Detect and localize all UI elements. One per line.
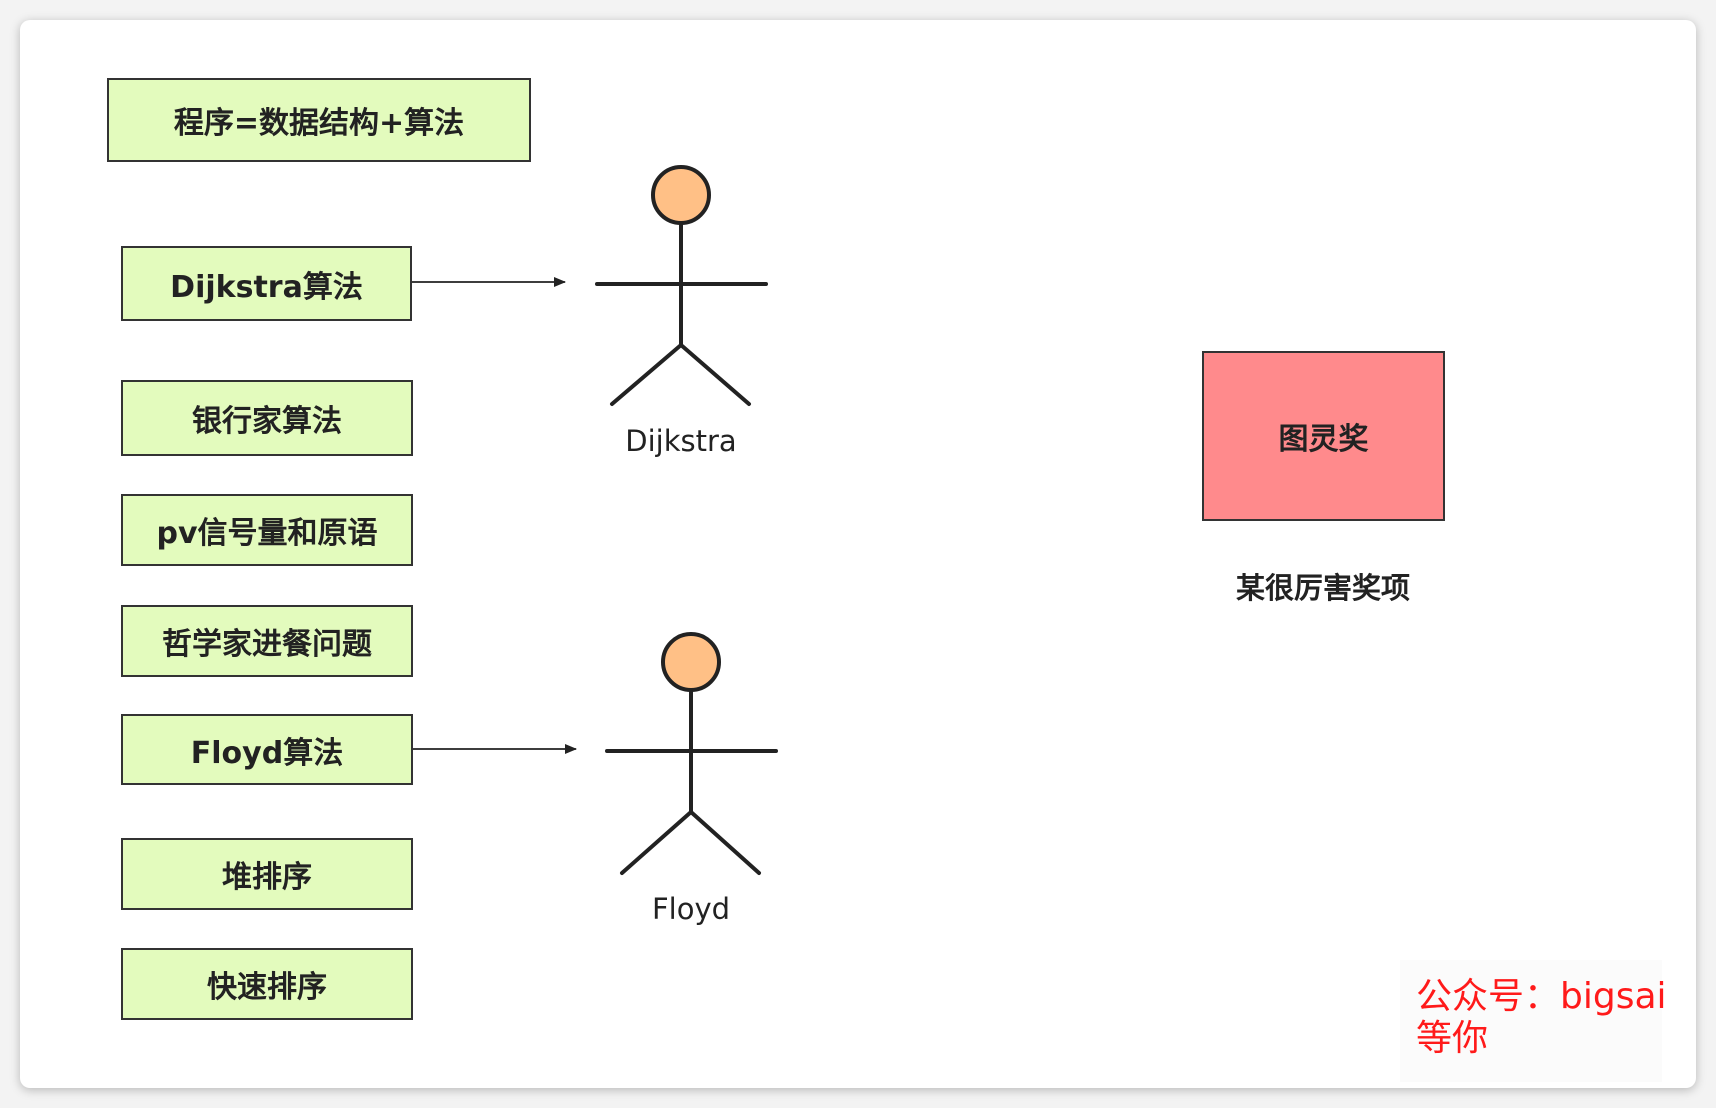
award-caption: 某很厉害奖项 (1235, 571, 1410, 605)
box-dijkstra-algorithm: Dijkstra算法 (121, 246, 412, 321)
box-quick-sort: 快速排序 (121, 948, 413, 1020)
diagram-canvas: 程序=数据结构+算法 Dijkstra算法 银行家算法 pv信号量和原语 哲学家… (20, 20, 1696, 1088)
box-banker-algorithm: 银行家算法 (121, 380, 413, 456)
watermark: 公众号：bigsai 等你 (1400, 960, 1667, 1082)
watermark-line-1: 公众号：bigsai (1416, 976, 1667, 1017)
box-heap-sort: 堆排序 (121, 838, 413, 910)
actor-dijkstra-label: Dijkstra (625, 424, 737, 458)
actor-dijkstra-figure (595, 165, 768, 406)
award-box: 图灵奖 (1202, 351, 1445, 521)
actor-floyd-head (661, 632, 721, 692)
box-pv-semaphore: pv信号量和原语 (121, 494, 413, 566)
watermark-line-2: 等你 (1416, 1018, 1489, 1059)
box-dining-philosophers: 哲学家进餐问题 (121, 605, 413, 677)
actor-floyd-label: Floyd (651, 892, 731, 926)
diagram-svg (412, 165, 778, 875)
box-floyd-algorithm: Floyd算法 (121, 714, 413, 785)
actor-dijkstra-head (651, 165, 711, 225)
box-program: 程序=数据结构+算法 (107, 78, 531, 162)
actor-floyd-figure (605, 632, 778, 875)
